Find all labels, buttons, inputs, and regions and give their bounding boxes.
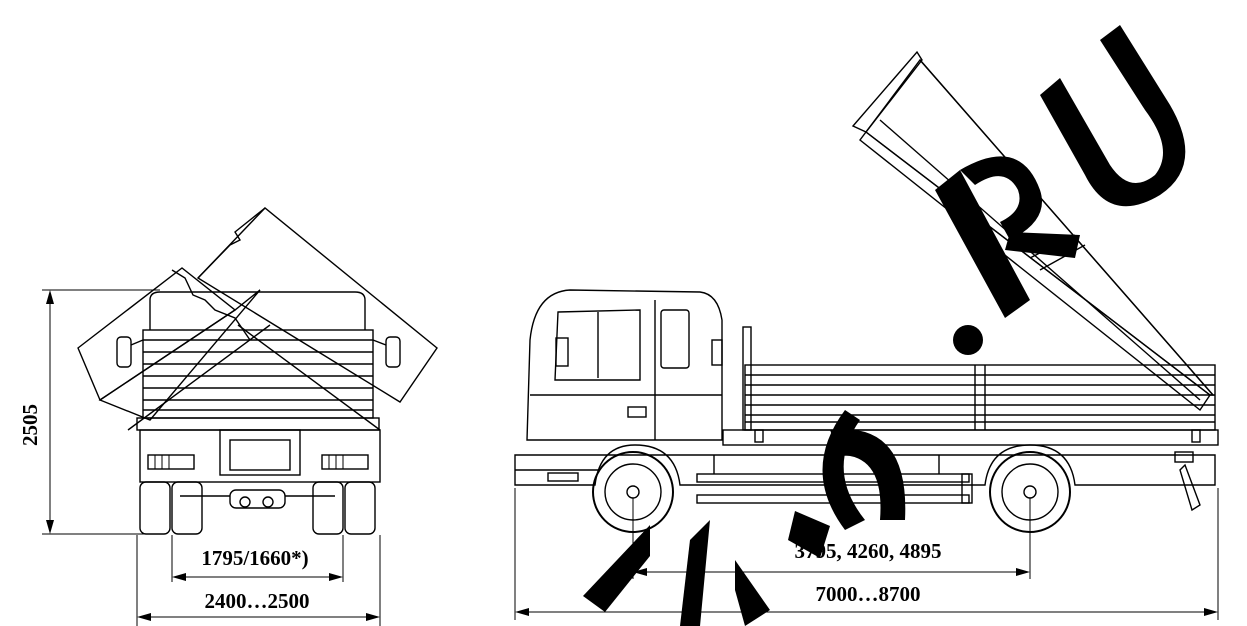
wheelbase-dimension-label: 3795, 4260, 4895: [795, 539, 942, 563]
width-dimension-label: 2400…2500: [205, 589, 310, 613]
height-dimension-label: 2505: [18, 404, 42, 446]
rear-view-dimensions: [42, 289, 381, 626]
track-dimension-label: 1795/1660*): [201, 546, 308, 570]
watermark-logo: [583, 25, 1186, 626]
rear-view: [77, 207, 438, 535]
length-dimension-label: 7000…8700: [816, 582, 921, 606]
